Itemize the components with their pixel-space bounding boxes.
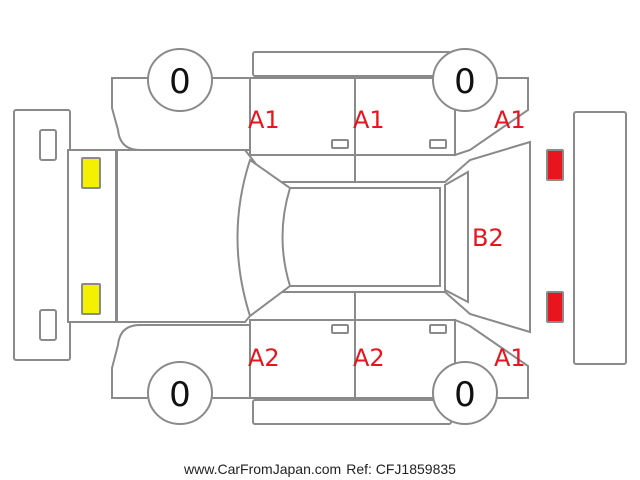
tire-rear-left: 0 xyxy=(432,48,498,112)
code-rear-left-quarter: A1 xyxy=(494,106,526,134)
footer-site: www.CarFromJapan.com xyxy=(183,461,341,477)
footer-text: www.CarFromJapan.com Ref: CFJ1859835 xyxy=(183,461,456,477)
tire-front-left: 0 xyxy=(147,48,213,112)
tire-front-left-value: 0 xyxy=(169,62,191,102)
code-rear-panel: B2 xyxy=(472,224,504,252)
front-bumper xyxy=(13,109,71,361)
tire-rear-right-value: 0 xyxy=(454,375,476,415)
front-marker-top xyxy=(81,157,101,189)
rear-bumper xyxy=(573,111,627,365)
footer-ref: Ref: CFJ1859835 xyxy=(346,461,456,477)
front-marker-bottom xyxy=(81,283,101,315)
tire-rear-left-value: 0 xyxy=(454,62,476,102)
code-front-right-door: A2 xyxy=(353,344,385,372)
rear-marker-top xyxy=(546,149,564,181)
rear-marker-bottom xyxy=(546,291,564,323)
car-body-top-view xyxy=(67,140,531,334)
code-front-left-fender: A1 xyxy=(248,106,280,134)
tire-front-right: 0 xyxy=(147,361,213,425)
code-front-left-door: A1 xyxy=(353,106,385,134)
code-front-right-fender: A2 xyxy=(248,344,280,372)
code-rear-right-quarter: A1 xyxy=(494,344,526,372)
front-markers xyxy=(81,157,101,315)
tire-front-right-value: 0 xyxy=(169,375,191,415)
rear-markers xyxy=(546,149,564,323)
tire-rear-right: 0 xyxy=(432,361,498,425)
right-side-panels xyxy=(111,290,529,425)
